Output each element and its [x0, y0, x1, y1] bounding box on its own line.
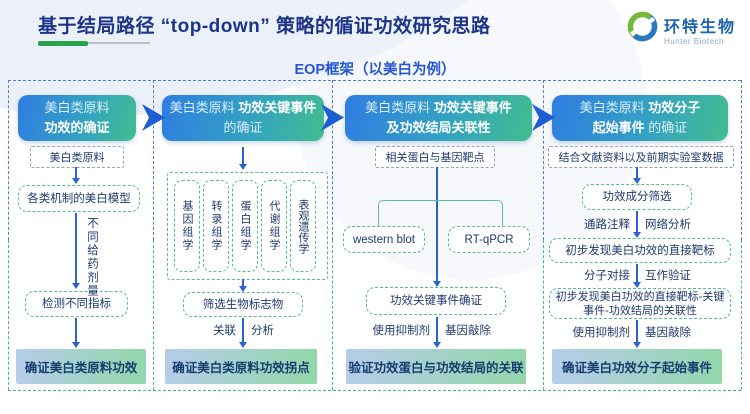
divider-3-bottom — [543, 240, 544, 390]
col2-biomarker-box: 筛选生物标志物 — [183, 292, 303, 317]
col4-target-box: 初步发现美白功效的直接靶标 — [549, 238, 731, 263]
arrow-down — [238, 147, 247, 170]
frame-border-right-bottom — [741, 240, 742, 390]
frame-border-top — [8, 80, 741, 81]
arrow-down — [71, 167, 80, 184]
col3-arrow-label-left: 使用抑制剂 — [372, 325, 431, 337]
col1-header-line2: 功效的确证 — [44, 120, 110, 135]
arrow-down — [238, 318, 247, 348]
col2-result-box: 确证美白类原料功效拐点 — [165, 349, 317, 384]
arrow-down-long — [432, 167, 441, 287]
col3-result-box: 验证功效蛋白与功效结局的关联 — [346, 349, 526, 384]
logo-subname: Hunter Biotech — [663, 36, 724, 46]
col4-source-box: 结合文献资料以及前期实验室数据 — [548, 146, 734, 168]
arrow-down — [432, 317, 441, 348]
col2-omics-genomics: 基因组学 — [174, 180, 200, 272]
frame-border-bottom — [8, 390, 741, 391]
logo-swirl-icon — [627, 11, 658, 47]
col1-indicator-box: 检测不同指标 — [25, 291, 128, 317]
col4-header-line1: 美白类原料 — [579, 100, 649, 115]
divider-1-bottom — [153, 240, 154, 390]
col4-relation-box: 初步发现美白功效的直接靶标-关键事件-功效结局的关联性 — [549, 288, 731, 319]
col1-dose-label: 不同给药剂量 — [86, 217, 98, 298]
col3-header: 美白类原料 功效关键事件 及功效结局关联性 — [345, 95, 532, 141]
col3-branch-bracket — [378, 200, 503, 227]
divider-1-top — [153, 80, 154, 240]
col4-label3-right: 基因敲除 — [645, 327, 691, 339]
col3-target-box: 相关蛋白与基因靶点 — [375, 146, 495, 168]
col4-screen-box: 功效成分筛选 — [582, 184, 692, 210]
col2-omics-epigenetics: 表观遗传学 — [290, 180, 316, 272]
arrow-down — [632, 264, 641, 288]
col3-header-line1: 美白类原料 — [365, 100, 434, 115]
arrow-down — [632, 167, 641, 184]
chevron-right-icon — [320, 103, 345, 137]
page-title: 基于结局路径 “top-down” 策略的循证功效研究思路 — [38, 16, 491, 37]
arrow-down — [632, 320, 641, 348]
frame-border-right-top — [741, 80, 742, 240]
company-logo: 环特生物 Hunter Biotech — [627, 11, 736, 47]
arrow-down — [238, 279, 247, 292]
col4-label3-left: 使用抑制剂 — [572, 327, 631, 339]
frame-border-left-bottom — [8, 240, 9, 390]
col2-omics-transcriptomics: 转录组学 — [203, 180, 229, 272]
col2-header-line1: 美白类原料 — [169, 100, 239, 115]
col3-header-line2: 及功效结局关联性 — [386, 120, 491, 135]
col4-result-box: 确证美白功效分子起始事件 — [552, 349, 722, 384]
col2-header: 美白类原料 功效关键事件 的确证 — [162, 95, 324, 141]
col4-label1-right: 网络分析 — [645, 219, 691, 231]
diagram-subtitle: EOP框架（以美白为例） — [294, 62, 456, 78]
col2-omics-metabolomics: 代谢组学 — [261, 180, 287, 272]
arrow-down-long — [71, 213, 80, 289]
col4-label2-left: 分子对接 — [584, 270, 630, 282]
col1-header: 美白类原料 功效的确证 — [18, 95, 136, 141]
col3-arrow-label-right: 基因敲除 — [445, 325, 491, 337]
divider-2-top — [332, 80, 333, 240]
col4-header-line2: 起始事件 — [592, 120, 645, 135]
chevron-right-icon — [531, 103, 556, 137]
arrow-down — [632, 211, 641, 238]
arrow-down — [71, 318, 80, 348]
col4-header: 美白类原料 功效分子 起始事件 的确证 — [552, 95, 728, 141]
col1-source-box: 美白类原料 — [30, 146, 124, 168]
col3-method-rt-qpcr: RT-qPCR — [448, 226, 530, 253]
divider-3-top — [543, 80, 544, 240]
col1-header-line1: 美白类原料 — [44, 100, 110, 115]
col1-model-box: 各类机制的美白模型 — [18, 185, 140, 212]
chevron-right-icon — [141, 103, 166, 137]
col4-label1-left: 通路注释 — [584, 219, 630, 231]
title-underline-gray — [88, 42, 150, 44]
logo-name: 环特生物 — [663, 18, 736, 36]
title-underline-green — [38, 41, 88, 46]
col4-label2-right: 互作验证 — [645, 270, 691, 282]
col3-method-western-blot: western blot — [343, 226, 425, 253]
col3-event-box: 功效关键事件确证 — [366, 287, 506, 315]
col2-arrow-label-right: 分析 — [251, 325, 274, 337]
col2-arrow-label-left: 关联 — [213, 325, 236, 337]
col2-omics-proteomics: 蛋白组学 — [232, 180, 258, 272]
divider-2-bottom — [332, 240, 333, 390]
frame-border-left-top — [8, 80, 9, 240]
col1-result-box: 确证美白类原料功效 — [16, 349, 146, 384]
